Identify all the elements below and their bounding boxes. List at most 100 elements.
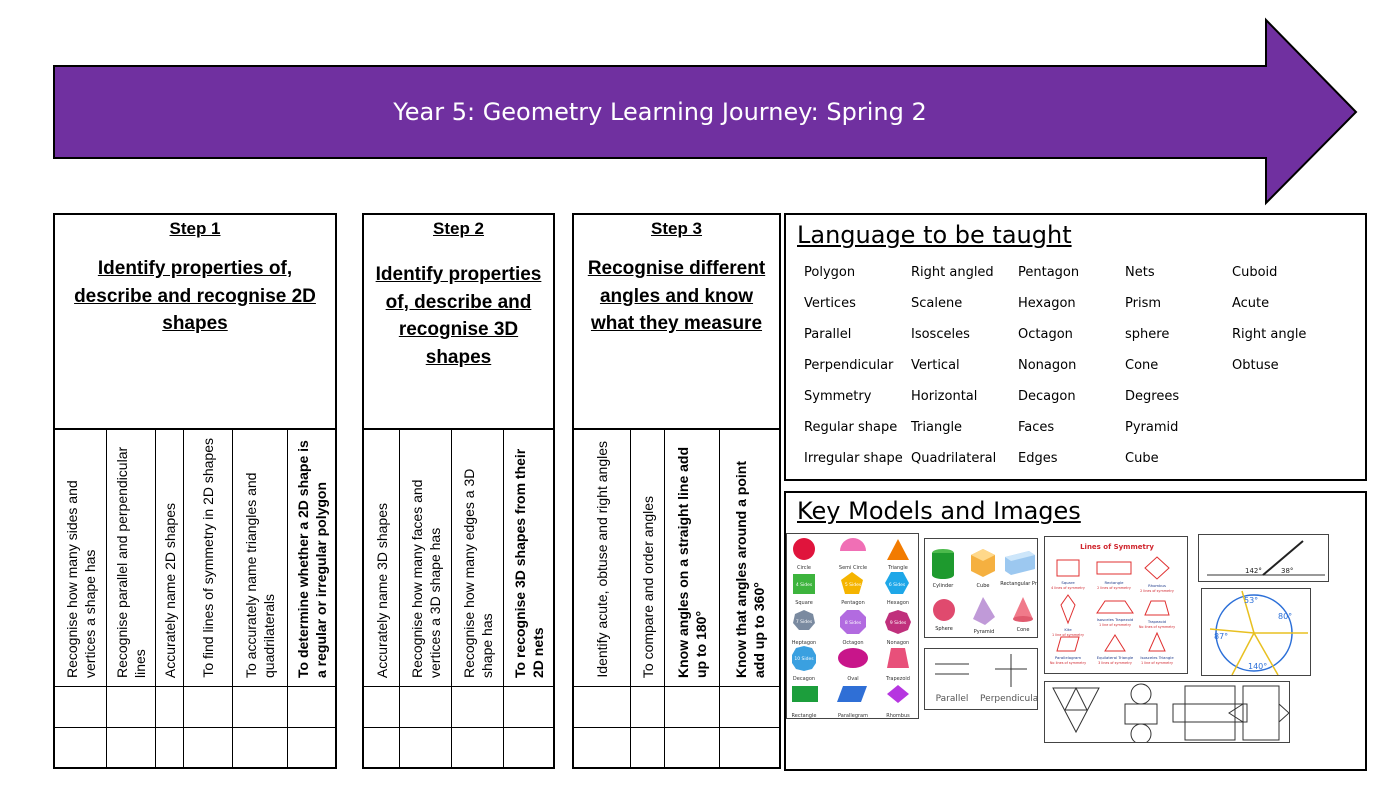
- objective-text: Identify acute, obtuse and right angles: [594, 441, 610, 678]
- step-2-title: Identify properties of, describe and rec…: [375, 264, 542, 368]
- image-label: 3 lines of symmetry: [1098, 661, 1132, 665]
- image-label: 1 line of symmetry: [1141, 661, 1173, 665]
- image-label: Kite: [1064, 627, 1072, 632]
- image-label: Pyramid: [974, 629, 995, 635]
- image-label: 1 line of symmetry: [1099, 623, 1131, 627]
- objective-text: To recognise 3D shapes from their 2D net…: [511, 448, 546, 678]
- step-3-objectives: Identify acute, obtuse and right angles …: [574, 430, 779, 686]
- image-label: 2 lines of symmetry: [1140, 589, 1174, 593]
- image-label: Nonagon: [887, 640, 909, 646]
- image-label: Trapezoid: [885, 676, 910, 682]
- angle-label: 53°: [1244, 596, 1258, 605]
- objective-cell: Accurately name 3D shapes: [364, 430, 400, 686]
- image-label: Trapezoid: [1147, 619, 1167, 624]
- banner-arrow: [53, 17, 1358, 206]
- image-label: Cylinder: [933, 583, 955, 589]
- nets-image: [1044, 681, 1290, 743]
- objective-cell: Know angles on a straight line add up to…: [665, 430, 720, 686]
- step-1-label: Step 1: [169, 219, 221, 238]
- objective-text: To compare and order angles: [639, 495, 656, 678]
- vocab-word: Edges: [1018, 451, 1058, 466]
- image-label: Square: [795, 600, 813, 606]
- angle-label: 80°: [1278, 612, 1292, 621]
- vocab-word: Cube: [1125, 451, 1159, 466]
- vocab-word: Degrees: [1125, 389, 1180, 404]
- image-label: Equilateral Triangle: [1097, 655, 1134, 660]
- step-2-label: Step 2: [432, 219, 485, 238]
- step-1-table: Step 1 Identify properties of, describe …: [53, 213, 337, 769]
- image-label: Cone: [1017, 627, 1030, 633]
- image-label: Square: [1061, 580, 1075, 585]
- image-label: Rhombus: [1148, 583, 1166, 588]
- objective-text: Know that angles around a point add up t…: [732, 461, 767, 678]
- vocab-word: Hexagon: [1018, 296, 1076, 311]
- image-label: Perpendicular: [980, 694, 1038, 704]
- vocab-word: Vertices: [804, 296, 856, 311]
- vocab-word: Triangle: [911, 420, 963, 435]
- objective-text: Recognise parallel and perpendicular lin…: [114, 446, 148, 678]
- vocab-word: Isosceles: [911, 327, 970, 342]
- objective-text: To accurately name triangles and quadril…: [243, 472, 277, 678]
- objective-cell: To compare and order angles: [631, 430, 665, 686]
- image-label: Rhombus: [886, 713, 910, 719]
- vocab-word: sphere: [1125, 327, 1170, 342]
- step-2-blank-rows: [364, 686, 553, 767]
- step-2-header: Step 2 Identify properties of, describe …: [364, 215, 553, 430]
- objective-cell: To find lines of symmetry in 2D shapes: [184, 430, 233, 686]
- image-label: 6 Sides: [889, 582, 906, 588]
- objective-text: Recognise how many faces and vertices a …: [408, 479, 443, 678]
- image-label: No lines of symmetry: [1139, 625, 1175, 629]
- vocab-word: Nets: [1125, 265, 1155, 280]
- vocab-word: Acute: [1232, 296, 1270, 311]
- angle-label: 87°: [1214, 632, 1228, 641]
- image-label: Decagon: [793, 676, 815, 682]
- banner-title: Year 5: Geometry Learning Journey: Sprin…: [393, 98, 927, 126]
- vocab-word: Right angled: [911, 265, 994, 280]
- step-1-objectives: Recognise how many sides and vertices a …: [55, 430, 335, 686]
- step-1-blank-rows: [55, 686, 335, 767]
- symmetry-title: Lines of Symmetry: [1080, 543, 1154, 551]
- vocab-word: Prism: [1125, 296, 1162, 311]
- image-label: Triangle: [887, 565, 908, 571]
- image-label: Rectangular Prism: [1000, 581, 1038, 587]
- objective-text: To determine whether a 2D shape is a reg…: [294, 440, 329, 678]
- image-label: Hexagon: [887, 600, 909, 606]
- objective-cell: To recognise 3D shapes from their 2D net…: [504, 430, 553, 686]
- image-label: Circle: [797, 565, 811, 571]
- image-label: 10 Sides: [794, 656, 814, 662]
- image-label: 5 Sides: [845, 582, 862, 588]
- image-label: 4 Sides: [796, 582, 813, 588]
- vocab-word: Obtuse: [1232, 358, 1279, 373]
- image-label: 9 Sides: [890, 620, 907, 626]
- lines-image: Parallel Perpendicular: [924, 648, 1038, 710]
- step-3-blank-rows: [574, 686, 779, 767]
- image-label: No lines of symmetry: [1050, 661, 1086, 665]
- objective-cell: To determine whether a 2D shape is a reg…: [288, 430, 335, 686]
- vocab-word: Scalene: [911, 296, 963, 311]
- banner-arrow-shape: [53, 17, 1358, 206]
- image-label: Rectangle: [792, 713, 817, 719]
- vocab-word: Perpendicular: [804, 358, 894, 373]
- step-3-label: Step 3: [650, 219, 703, 238]
- angles-line-graphic: 142° 38°: [1207, 540, 1325, 576]
- objective-text: Accurately name 2D shapes: [161, 502, 178, 678]
- image-label: Cube: [977, 583, 990, 589]
- vocab-word: Regular shape: [804, 420, 898, 435]
- step-3-table: Step 3 Recognise different angles and kn…: [572, 213, 781, 769]
- objective-cell: Recognise how many edges a 3D shape has: [452, 430, 504, 686]
- image-label: Rectangle: [1105, 580, 1125, 585]
- models-title: Key Models and Images: [797, 497, 1081, 525]
- objective-cell: Recognise how many faces and vertices a …: [400, 430, 452, 686]
- image-label: 2 lines of symmetry: [1097, 586, 1131, 590]
- objective-text: Accurately name 3D shapes: [373, 502, 390, 678]
- image-label: Parallelogram: [1055, 655, 1081, 660]
- vocab-word: Horizontal: [911, 389, 978, 404]
- vocab-word: Nonagon: [1018, 358, 1077, 373]
- angle-label: 38°: [1281, 567, 1293, 575]
- vocab-word: Vertical: [911, 358, 960, 373]
- image-label: Parallel: [936, 694, 969, 704]
